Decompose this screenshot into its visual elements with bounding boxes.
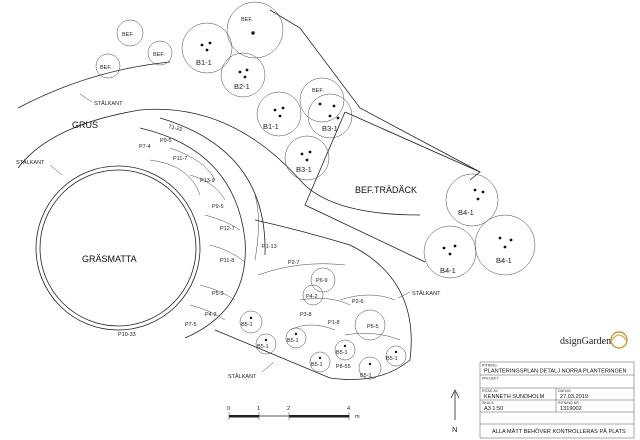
deck-outline (269, 9, 481, 263)
label-bed-p2-7: P2-7 (288, 260, 300, 266)
steel-edge-leaders (49, 93, 411, 373)
label-bed-p7-5: P7-5 (185, 322, 197, 328)
label-bed-p1-13: P1-13 (262, 244, 277, 250)
lawn (35, 165, 201, 331)
label-shrub-b5-1-b: B5-1 (257, 344, 269, 350)
label-bed-p7-4: P7-4 (139, 144, 151, 150)
label-tree-b4-1-a: B4-1 (458, 208, 474, 217)
tb-ritning-value: PLANTERINGSPLAN DETALJ NORRA PLANTERINGE… (484, 369, 627, 375)
north-label: N (452, 425, 457, 434)
label-tree-b2-1: B2-1 (234, 82, 250, 91)
label-bed-p11-7: P11-7 (173, 156, 187, 162)
label-bed-p9-5-a: P9-5 (160, 138, 172, 144)
tb-datum-value: 27.03.2019 (560, 394, 588, 400)
label-steel-edge-3: STÅLKANT (412, 290, 441, 297)
label-bed-p10-33: P10-33 (118, 332, 136, 338)
label-bed-p5-3: P5-3 (212, 291, 224, 297)
label-tree-b4-1-c: B4-1 (496, 256, 512, 265)
scale-tick-0: 0 (227, 406, 230, 412)
label-bed-p12-7: P12-7 (220, 226, 235, 232)
label-bef-2: BEF. (153, 52, 165, 58)
west-bed-outline (139, 117, 266, 339)
label-bed-p2-6: P2-6 (352, 299, 364, 305)
scale-unit: m (355, 414, 360, 420)
label-lawn: GRÄSMATTA (82, 254, 137, 264)
label-tree-b3-1-a: B3-1 (322, 124, 338, 133)
label-gravel: GRUS (72, 120, 98, 130)
label-tree-b1-1-a: B1-1 (196, 58, 212, 67)
company-logo: dsignGarden (560, 331, 628, 349)
label-tree-b1-1-b: B1-1 (263, 122, 279, 131)
label-deck: BEF.TRÄDÄCK (355, 185, 417, 195)
label-bed-p8-55: P8-55 (336, 364, 351, 370)
tb-ritad-value: KENNETH SUNDHOLM (484, 394, 545, 400)
scale-tick-2: 2 (287, 406, 290, 412)
logo-text: dsignGarden (560, 336, 611, 347)
tb-ritnr-value: 1319002 (560, 406, 582, 412)
tb-skala-caption: SKALA (482, 401, 494, 405)
label-bed-p11-8: P11-8 (220, 258, 234, 264)
scale-bar: 0 1 2 4 m (227, 406, 360, 420)
label-bef-5: BEF. (312, 88, 324, 94)
label-shrub-b5-1-g: B5-1 (386, 356, 398, 362)
existing-trees (95, 1, 345, 123)
south-bed-shrubs (239, 310, 407, 380)
label-bed-p13-9: P13-9 (200, 178, 215, 184)
label-bed-t1-22: T1-22 (168, 124, 183, 133)
tb-ritad-caption: RITAD AV (482, 389, 498, 393)
label-bed-p1-8: P1-8 (328, 320, 340, 326)
label-shrub-b5-1-e: B5-1 (336, 350, 348, 356)
label-bed-p3-8: P3-8 (300, 312, 312, 318)
scale-tick-1: 1 (257, 406, 260, 412)
north-arrow-icon: N (450, 389, 460, 434)
plant-dots (200, 31, 513, 366)
label-tree-b3-1-b: B3-1 (296, 165, 312, 174)
label-bed-p9-5-b: P9-5 (212, 204, 224, 210)
label-steel-edge-2: STÅLKANT (16, 159, 45, 166)
label-shrub-b5-1-f: B5-1 (360, 373, 372, 379)
label-bed-p4-2-b: P4-2 (306, 294, 318, 300)
tb-note: ALLA MÅTT BEHÖVER KONTROLLERAS PÅ PLATS (492, 428, 626, 435)
label-shrub-b5-1-c: B5-1 (287, 338, 299, 344)
label-bef-3: BEF. (100, 65, 112, 71)
label-bed-p6-9: P6-9 (316, 278, 328, 284)
label-steel-edge-1: STÅLKANT (94, 100, 123, 107)
gravel-path-edges (17, 61, 421, 216)
scale-tick-4: 4 (347, 406, 350, 412)
tb-datum-caption: DATUM (558, 389, 571, 393)
label-bef-1: BEF. (122, 32, 134, 38)
label-steel-edge-4: STÅLKANT (228, 373, 257, 380)
label-shrub-b5-1-a: B5-1 (241, 322, 253, 328)
tb-ritnr-caption: RITNING NR (558, 401, 579, 405)
label-tree-b4-1-b: B4-1 (440, 266, 456, 275)
tb-skala-value: A3 1:50 (484, 406, 503, 412)
tb-ritning-caption: RITNING (482, 364, 497, 368)
label-bed-p4-2-a: P4-2 (205, 312, 217, 318)
label-bef-4: BEF. (241, 17, 253, 23)
label-shrub-b5-1-d: B5-1 (311, 362, 323, 368)
label-bed-p5-5: P5-5 (367, 324, 379, 330)
title-block: RITNING PLANTERINGSPLAN DETALJ NORRA PLA… (479, 361, 635, 439)
planted-trees (181, 22, 536, 279)
tb-projekt-caption: PROJEKT (482, 377, 499, 381)
